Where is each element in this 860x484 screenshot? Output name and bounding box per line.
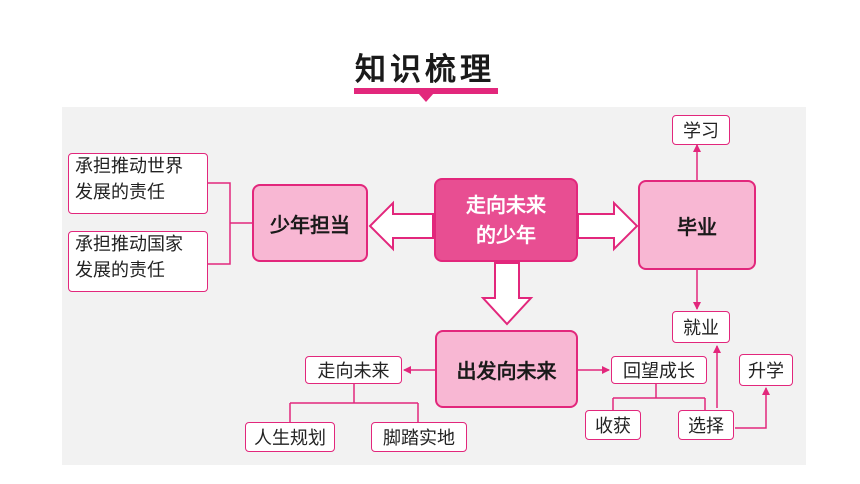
- title-underline: [354, 88, 498, 94]
- line-choice-to-further-study: [735, 387, 770, 429]
- center-line-2: 的少年: [476, 223, 536, 247]
- study-node: 学习: [672, 115, 730, 145]
- title-pointer-icon: [418, 93, 434, 102]
- left-sub-bracket: [289, 383, 419, 422]
- left-child-2-line-2: 发展的责任: [75, 260, 165, 282]
- employment-node: 就业: [672, 311, 730, 343]
- right-branch-node: 毕业: [638, 180, 756, 270]
- arrow-to-bottom-branch: [480, 262, 534, 326]
- center-node: 走向未来 的少年: [434, 178, 578, 262]
- left-sub-child-1: 人生规划: [245, 422, 335, 452]
- right-sub-bracket: [612, 383, 706, 410]
- center-line-1: 走向未来: [466, 193, 546, 217]
- left-sub-child-2: 脚踏实地: [371, 422, 467, 452]
- arrow-to-left-branch: [368, 200, 434, 252]
- arrow-to-right-branch: [577, 200, 639, 252]
- left-child-2: 承担推动国家 发展的责任: [68, 231, 208, 292]
- right-sub-child-1: 收获: [585, 410, 641, 440]
- right-sub-child-2: 选择: [678, 410, 734, 440]
- further-study-node: 升学: [739, 354, 793, 386]
- left-child-1-line-2: 发展的责任: [75, 182, 165, 204]
- right-sub-node: 回望成长: [611, 356, 707, 384]
- page-title: 知识梳理: [355, 52, 495, 88]
- left-child-1: 承担推动世界 发展的责任: [68, 153, 208, 214]
- left-branch-node: 少年担当: [252, 184, 368, 262]
- left-sub-node: 走向未来: [305, 356, 402, 384]
- left-child-2-line-1: 承担推动国家: [75, 234, 183, 255]
- bottom-branch-node: 出发向未来: [435, 330, 578, 408]
- left-bracket: [208, 182, 252, 265]
- left-child-1-line-1: 承担推动世界: [75, 156, 183, 177]
